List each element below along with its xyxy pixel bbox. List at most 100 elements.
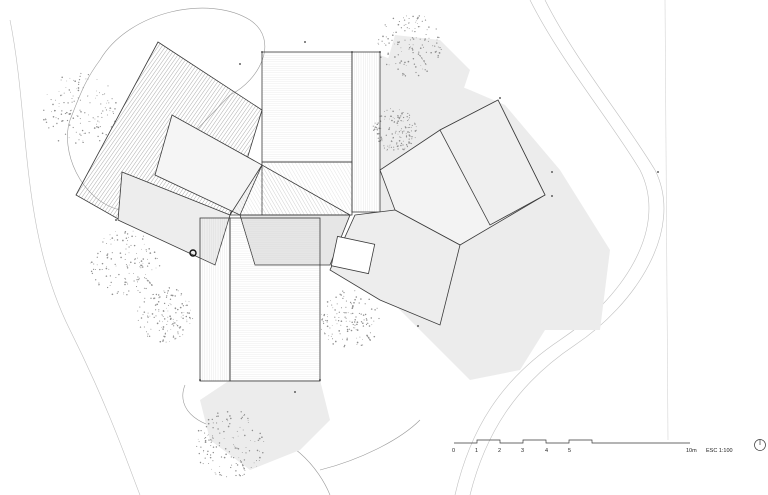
vegetation-speck (404, 126, 407, 129)
vegetation-speck (156, 322, 159, 325)
vegetation-speck (243, 459, 246, 461)
vegetation-speck (123, 292, 125, 293)
vegetation-speck (173, 321, 175, 323)
vegetation-speck (147, 312, 149, 314)
vegetation-speck (204, 441, 207, 443)
vegetation-speck (326, 301, 329, 303)
vegetation-speck (322, 321, 324, 323)
vegetation-speck (71, 101, 73, 103)
vegetation-speck (371, 324, 373, 326)
vegetation-speck (393, 32, 394, 34)
vegetation-speck (355, 329, 357, 331)
vegetation-speck (78, 78, 81, 81)
vegetation-speck (101, 262, 104, 265)
vegetation-speck (110, 258, 113, 260)
vegetation-speck (430, 51, 432, 54)
vegetation-speck (218, 445, 220, 447)
vegetation-speck (96, 95, 98, 97)
vegetation-speck (378, 43, 380, 45)
vegetation-speck (388, 128, 390, 131)
vegetation-speck (167, 291, 169, 293)
vegetation-speck (340, 307, 343, 309)
vegetation-speck (182, 314, 184, 316)
vegetation-speck (162, 321, 163, 323)
vegetation-speck (137, 290, 139, 292)
vegetation-speck (244, 434, 246, 437)
vegetation-speck (107, 253, 109, 255)
vegetation-speck (196, 445, 198, 447)
vegetation-speck (96, 79, 98, 80)
vegetation-speck (243, 473, 245, 475)
vegetation-speck (354, 290, 356, 292)
vegetation-speck (420, 57, 423, 59)
vegetation-speck (386, 109, 388, 111)
vegetation-speck (214, 472, 216, 474)
vegetation-speck (257, 439, 260, 442)
vegetation-speck (400, 130, 402, 132)
vegetation-speck (56, 122, 58, 125)
vegetation-speck (419, 38, 421, 40)
vegetation-speck (125, 263, 127, 266)
vegetation-speck (324, 333, 326, 335)
vegetation-speck (159, 296, 161, 298)
vegetation-speck (403, 63, 405, 65)
vegetation-speck (437, 54, 439, 57)
vegetation-speck (244, 413, 246, 415)
vegetation-speck (139, 306, 141, 308)
vegetation-speck (344, 312, 346, 314)
vegetation-speck (239, 475, 241, 477)
vegetation-speck (256, 449, 259, 452)
vegetation-speck (203, 451, 204, 453)
vegetation-speck (393, 146, 395, 148)
vegetation-speck (373, 335, 376, 338)
vegetation-speck (87, 78, 89, 80)
scale-tick-5: 5 (568, 448, 571, 454)
vegetation-speck (111, 237, 114, 239)
vegetation-speck (331, 338, 334, 340)
vegetation-speck (175, 308, 177, 310)
vegetation-speck (161, 326, 162, 328)
vegetation-speck (80, 111, 82, 113)
vegetation-speck (398, 131, 401, 133)
vegetation-speck (425, 51, 427, 53)
vegetation-speck (235, 474, 237, 477)
vegetation-speck (124, 258, 126, 261)
vegetation-speck (330, 300, 331, 302)
vegetation-speck (339, 293, 341, 295)
vegetation-speck (425, 64, 427, 66)
vegetation-speck (84, 112, 86, 114)
vegetation-speck (211, 435, 214, 437)
vegetation-speck (423, 61, 425, 63)
vegetation-speck (89, 262, 91, 264)
vegetation-speck (140, 260, 143, 262)
vegetation-speck (340, 294, 342, 296)
vegetation-speck (125, 248, 127, 250)
vegetation-speck (389, 118, 390, 120)
vegetation-speck (108, 268, 110, 270)
vegetation-speck (323, 314, 325, 317)
vegetation-speck (147, 335, 149, 337)
vegetation-speck (421, 44, 423, 46)
vegetation-speck (342, 297, 344, 300)
vegetation-speck (346, 328, 349, 331)
vegetation-speck (162, 328, 164, 330)
vegetation-speck (243, 414, 245, 416)
vegetation-speck (234, 447, 237, 449)
vegetation-speck (181, 312, 183, 314)
vegetation-speck (163, 335, 165, 337)
vegetation-speck (140, 267, 142, 269)
vegetation-speck (404, 30, 406, 32)
vegetation-speck (395, 63, 397, 65)
vegetation-speck (407, 120, 409, 122)
vegetation-speck (241, 463, 243, 465)
vegetation-speck (167, 316, 169, 318)
vegetation-speck (94, 118, 96, 120)
vegetation-speck (63, 92, 65, 94)
vegetation-speck (141, 248, 142, 250)
vegetation-speck (417, 74, 420, 77)
vegetation-speck (149, 252, 152, 254)
vegetation-speck (207, 422, 210, 425)
scale-tick-3: 3 (521, 448, 524, 454)
vegetation-speck (97, 126, 100, 129)
vegetation-speck (384, 118, 385, 120)
